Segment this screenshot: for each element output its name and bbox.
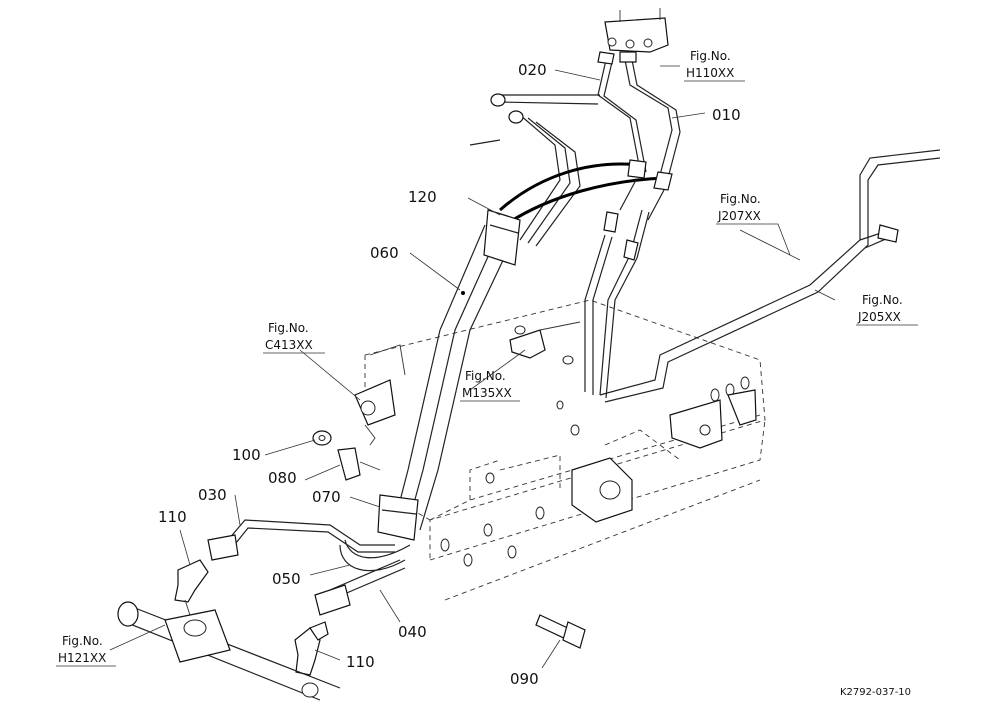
label-030: 030: [198, 486, 227, 504]
clip-080: [337, 447, 381, 481]
fig-ref-h110-title: Fig.No.: [690, 49, 731, 63]
valve-block: [604, 8, 669, 53]
fig-ref-c413[interactable]: Fig.No. C413XX: [263, 321, 325, 354]
right-bracket: [669, 389, 757, 449]
pivot-block: [571, 457, 633, 523]
label-110-lower: 110: [346, 653, 375, 671]
lower-hoses: [207, 519, 411, 616]
fig-ref-j205[interactable]: Fig.No. J205XX: [856, 293, 918, 326]
fig-ref-h121-code: H121XX: [58, 651, 106, 665]
label-110-upper: 110: [158, 508, 187, 526]
label-120: 120: [408, 188, 437, 206]
band-070: [377, 494, 419, 541]
fig-ref-c413-title: Fig.No.: [268, 321, 309, 335]
label-090: 090: [510, 670, 539, 688]
band-120: [483, 209, 521, 266]
fig-ref-m135[interactable]: Fig.No. M135XX: [460, 369, 520, 402]
pipe-010: [619, 51, 681, 179]
fig-ref-j207-title: Fig.No.: [720, 192, 761, 206]
leader-lines: [109, 65, 836, 669]
fig-ref-j205-title: Fig.No.: [862, 293, 903, 307]
pipe-020: [597, 51, 647, 173]
label-080: 080: [268, 469, 297, 487]
fig-ref-h110[interactable]: Fig.No. H110XX: [684, 49, 745, 82]
fig-ref-j205-code: J205XX: [857, 310, 901, 324]
center-bracket: [509, 321, 581, 359]
fig-ref-h121[interactable]: Fig.No. H121XX: [56, 634, 116, 667]
fig-ref-m135-code: M135XX: [462, 386, 512, 400]
label-020: 020: [518, 61, 547, 79]
frame-outline: [364, 299, 766, 601]
elbow-110-lower: [294, 621, 329, 676]
fig-ref-c413-code: C413XX: [265, 338, 313, 352]
elbow-110-upper: [174, 559, 209, 616]
cylinder-h121: [117, 601, 341, 701]
steel-pipes: [584, 149, 941, 403]
fig-ref-m135-title: Fig.No.: [465, 369, 506, 383]
fig-ref-h121-title: Fig.No.: [62, 634, 103, 648]
fig-ref-j207-code: J207XX: [717, 209, 761, 223]
left-bracket: [354, 344, 406, 446]
bolt-090: [535, 614, 586, 649]
label-010: 010: [712, 106, 741, 124]
fig-ref-h110-code: H110XX: [686, 66, 734, 80]
diagram-code: K2792-037-10: [840, 687, 911, 698]
label-060: 060: [370, 244, 399, 262]
label-050: 050: [272, 570, 301, 588]
label-070: 070: [312, 488, 341, 506]
washer-100: [312, 430, 332, 446]
black-hoses: [499, 159, 673, 227]
label-040: 040: [398, 623, 427, 641]
fig-ref-j207[interactable]: Fig.No. J207XX: [716, 192, 791, 256]
hose-bundle-060: [394, 224, 516, 531]
label-100: 100: [232, 446, 261, 464]
